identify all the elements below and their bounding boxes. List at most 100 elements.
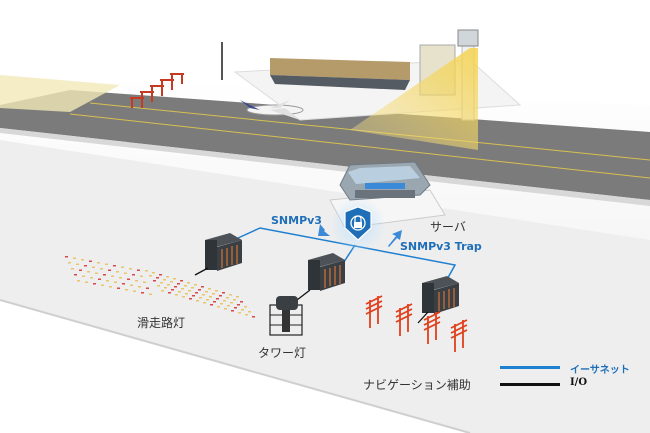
runway-light	[215, 290, 218, 292]
runway-lights-label: 滑走路灯	[137, 316, 186, 330]
runway-light	[210, 304, 213, 306]
runway-light	[245, 314, 248, 316]
runway-light	[212, 293, 215, 295]
legend-io-label: I/O	[570, 377, 588, 388]
runway-light	[219, 295, 222, 297]
runway-light	[122, 283, 125, 285]
runway-light	[252, 316, 255, 318]
runway-light	[89, 260, 92, 262]
runway-light	[182, 296, 185, 298]
runway-light	[101, 284, 104, 286]
runway-light	[248, 311, 251, 313]
runway-light	[170, 281, 173, 283]
runway-light	[84, 265, 87, 267]
io-lines	[194, 267, 429, 324]
runway-light	[194, 284, 197, 286]
runway-light	[236, 296, 239, 298]
runway-light	[196, 300, 199, 302]
runway-light	[153, 280, 156, 282]
runway-light	[143, 281, 146, 283]
tower-beam	[350, 48, 478, 150]
runway-light	[103, 274, 106, 276]
runway-light	[185, 293, 188, 295]
runway-light	[92, 266, 95, 268]
runway-light	[201, 286, 204, 288]
runway-light	[192, 295, 195, 297]
controller-navigation	[422, 276, 459, 314]
navigation-aid	[423, 311, 441, 344]
runway-light	[177, 283, 180, 285]
runway-light	[127, 278, 130, 280]
runway-light	[213, 301, 216, 303]
runway-light	[97, 262, 100, 264]
runway-light	[71, 268, 74, 270]
runway-light	[87, 271, 90, 273]
runway-light	[138, 286, 141, 288]
runway-light	[111, 275, 114, 277]
runway-light	[121, 266, 124, 268]
runway-light	[188, 290, 191, 292]
runway-light	[233, 299, 236, 301]
runway-light	[81, 259, 84, 261]
runway-light	[202, 294, 205, 296]
runway-light	[220, 303, 223, 305]
runway	[0, 90, 650, 200]
runway-light	[164, 287, 167, 289]
runway-light	[100, 268, 103, 270]
runway-light	[149, 275, 152, 277]
runway-light	[175, 294, 178, 296]
runway-edge	[0, 128, 650, 206]
platform-edge	[0, 299, 471, 433]
snmp-label: SNMPv3	[271, 214, 322, 227]
navigation-aids-label: ナビゲーション補助	[363, 378, 471, 392]
runway-light	[93, 283, 96, 285]
runway-light	[129, 268, 132, 270]
navigation-aid	[395, 303, 413, 336]
runway-light	[229, 294, 232, 296]
runway-light	[180, 280, 183, 282]
runway-light	[231, 310, 234, 312]
runway-light	[109, 286, 112, 288]
runway-light	[77, 280, 80, 282]
runway-light	[73, 257, 76, 259]
runway-light	[113, 265, 116, 267]
runway-light	[68, 262, 71, 264]
runway-light	[133, 290, 136, 292]
runway-light	[161, 290, 164, 292]
runway-light	[184, 285, 187, 287]
navigation-aid	[365, 295, 383, 328]
airplane	[240, 100, 304, 120]
runway-light	[166, 276, 169, 278]
runway-light	[135, 280, 138, 282]
snmp-trap-arrow-icon	[388, 230, 402, 247]
runway-light	[117, 287, 120, 289]
runway-light	[145, 270, 148, 272]
controller-runway	[205, 233, 242, 271]
runway-light	[168, 292, 171, 294]
runway-light	[132, 274, 135, 276]
runway-light	[206, 299, 209, 301]
server-label: サーバ	[430, 220, 466, 234]
runway-light	[240, 301, 243, 303]
terminal-front	[270, 75, 410, 90]
runway-light	[234, 307, 237, 309]
runway-light	[114, 281, 117, 283]
runway-light	[174, 286, 177, 288]
runway-light	[222, 292, 225, 294]
runway-light	[157, 285, 160, 287]
terminal-building	[270, 58, 410, 80]
legend-ethernet-label: イーサネット	[570, 365, 630, 376]
runway-light	[108, 269, 111, 271]
runway-light	[241, 309, 244, 311]
approach-light-frames	[130, 73, 184, 108]
runway-light	[224, 308, 227, 310]
runway-light	[173, 278, 176, 280]
runway-light	[198, 289, 201, 291]
runway-light	[82, 275, 85, 277]
runway-light	[195, 292, 198, 294]
runway-light	[227, 305, 230, 307]
runway-light	[217, 306, 220, 308]
runway-light	[226, 297, 229, 299]
runway-light	[160, 282, 163, 284]
